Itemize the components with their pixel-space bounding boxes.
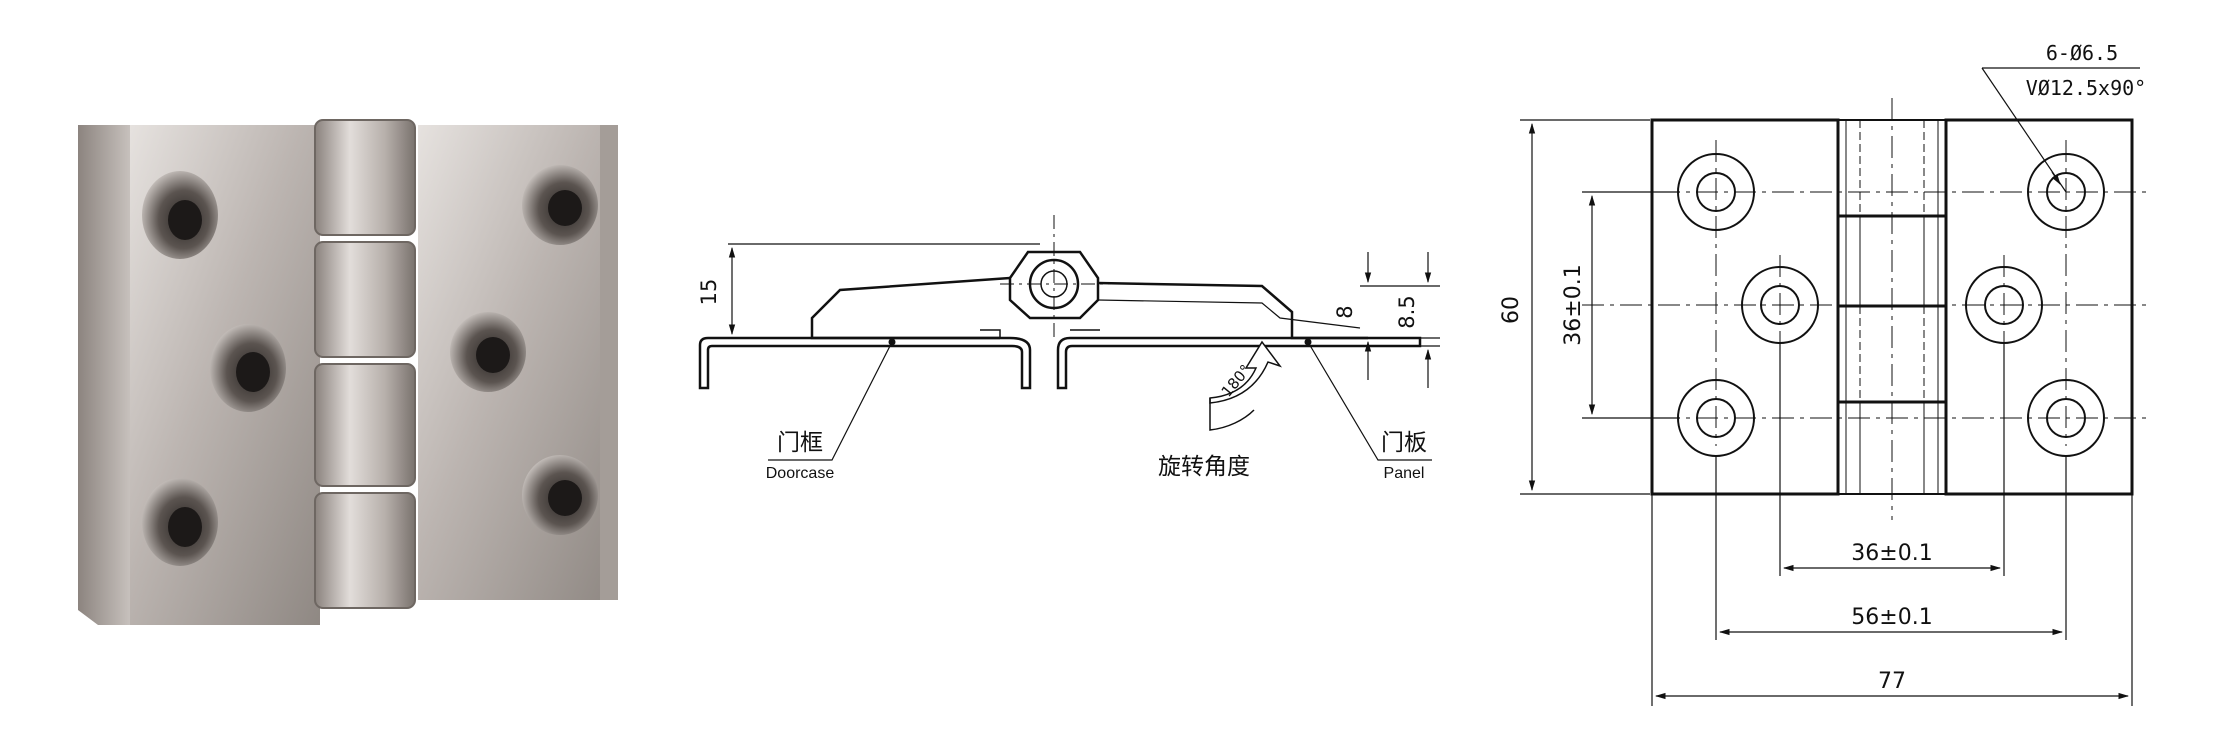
doorcase-label-en: Doorcase [766,465,835,482]
doorcase-label-cn: 门框 [777,430,823,456]
dim-line-vertical-spacing [1582,191,1680,419]
hinge-photo [78,119,618,625]
hole-right-top [2027,153,2105,231]
dim-horizontal-spacing-outer: 56±0.1 [1851,605,1932,630]
hole-photo-right-bottom [522,455,598,535]
dim-leaf-thickness: 8 [1333,305,1357,318]
dim-line-horizontal-outer [1715,456,2067,640]
hole-photo-right-mid [450,312,526,392]
hole-spec-countersink: VØ12.5x90° [2026,76,2146,100]
dim-line-height [1520,119,1650,495]
section-view [698,215,1440,461]
dim-vertical-spacing: 36±0.1 [1561,264,1586,345]
hinge-screw-holes [142,165,598,566]
hole-spec-leader [1981,67,2140,193]
panel-label-en: Panel [1384,465,1425,482]
section-right-leaf [1097,281,1368,340]
section-doorcase [698,336,1032,390]
section-left-leaf [810,276,1011,340]
front-view [1520,67,2148,706]
dim-width: 77 [1878,669,1906,694]
dim-height: 60 [1499,296,1524,324]
hole-photo-left-top [142,171,218,259]
hole-photo-left-mid [210,324,286,412]
panel-label-cn: 门板 [1381,430,1427,456]
front-left-leaf [1650,118,1840,496]
hole-photo-right-top [522,165,598,245]
rotation-angle-label: 旋转角度 [1158,454,1250,480]
dim-line-horizontal-inner [1779,343,2005,576]
front-knuckle [1837,119,1947,495]
rotation-arrow-icon [1209,340,1283,431]
hinge-knuckle-barrel [314,119,416,609]
hole-photo-left-bottom [142,478,218,566]
dim-overall-height: 15 [697,279,721,306]
dim-horizontal-spacing-inner: 36±0.1 [1851,541,1932,566]
hole-spec-count: 6-Ø6.5 [2046,41,2118,65]
front-right-leaf [1944,118,2134,496]
dim-panel-thickness: 8.5 [1395,295,1419,328]
dim-line-width [1651,494,2133,706]
